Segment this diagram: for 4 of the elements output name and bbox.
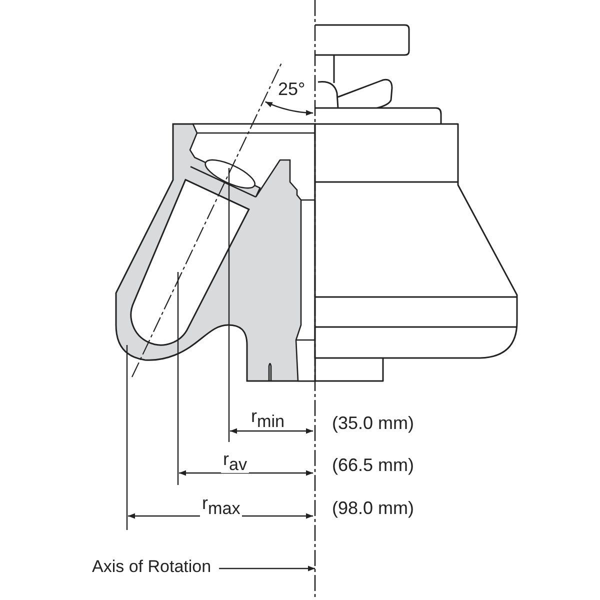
axis-label: Axis of Rotation (92, 558, 220, 575)
angle-label: 25° (277, 80, 306, 98)
arrow (219, 566, 315, 572)
rotation-axis-line (314, 0, 316, 600)
